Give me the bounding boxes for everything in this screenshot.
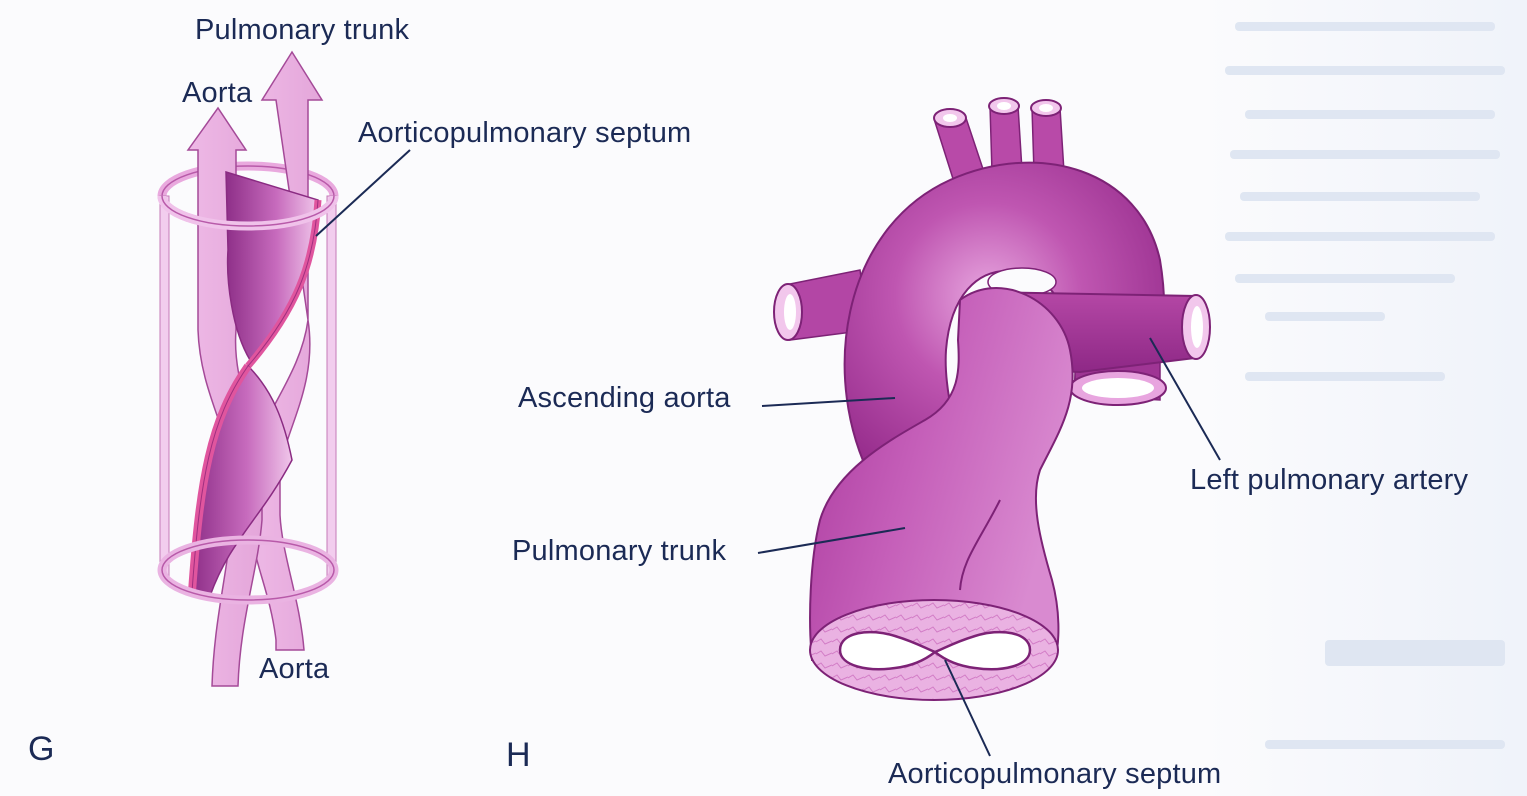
- label-aorta-bottom-g: Aorta: [259, 653, 329, 686]
- label-septum-h: Aorticopulmonary septum: [888, 758, 1221, 791]
- label-left-pulmonary-artery: Left pulmonary artery: [1190, 464, 1468, 497]
- label-septum-g: Aorticopulmonary septum: [358, 117, 691, 150]
- label-aorta-top-g: Aorta: [182, 77, 252, 110]
- cylinder-right-side: [327, 196, 336, 576]
- label-pulmonary-trunk-g: Pulmonary trunk: [195, 14, 409, 47]
- label-pulmonary-trunk-h: Pulmonary trunk: [512, 535, 726, 568]
- panel-letter-g: G: [28, 730, 55, 769]
- cylinder-left-side: [160, 196, 169, 576]
- panel-h-diagram: [758, 98, 1220, 756]
- label-ascending-aorta: Ascending aorta: [518, 382, 731, 415]
- panel-letter-h: H: [506, 736, 531, 775]
